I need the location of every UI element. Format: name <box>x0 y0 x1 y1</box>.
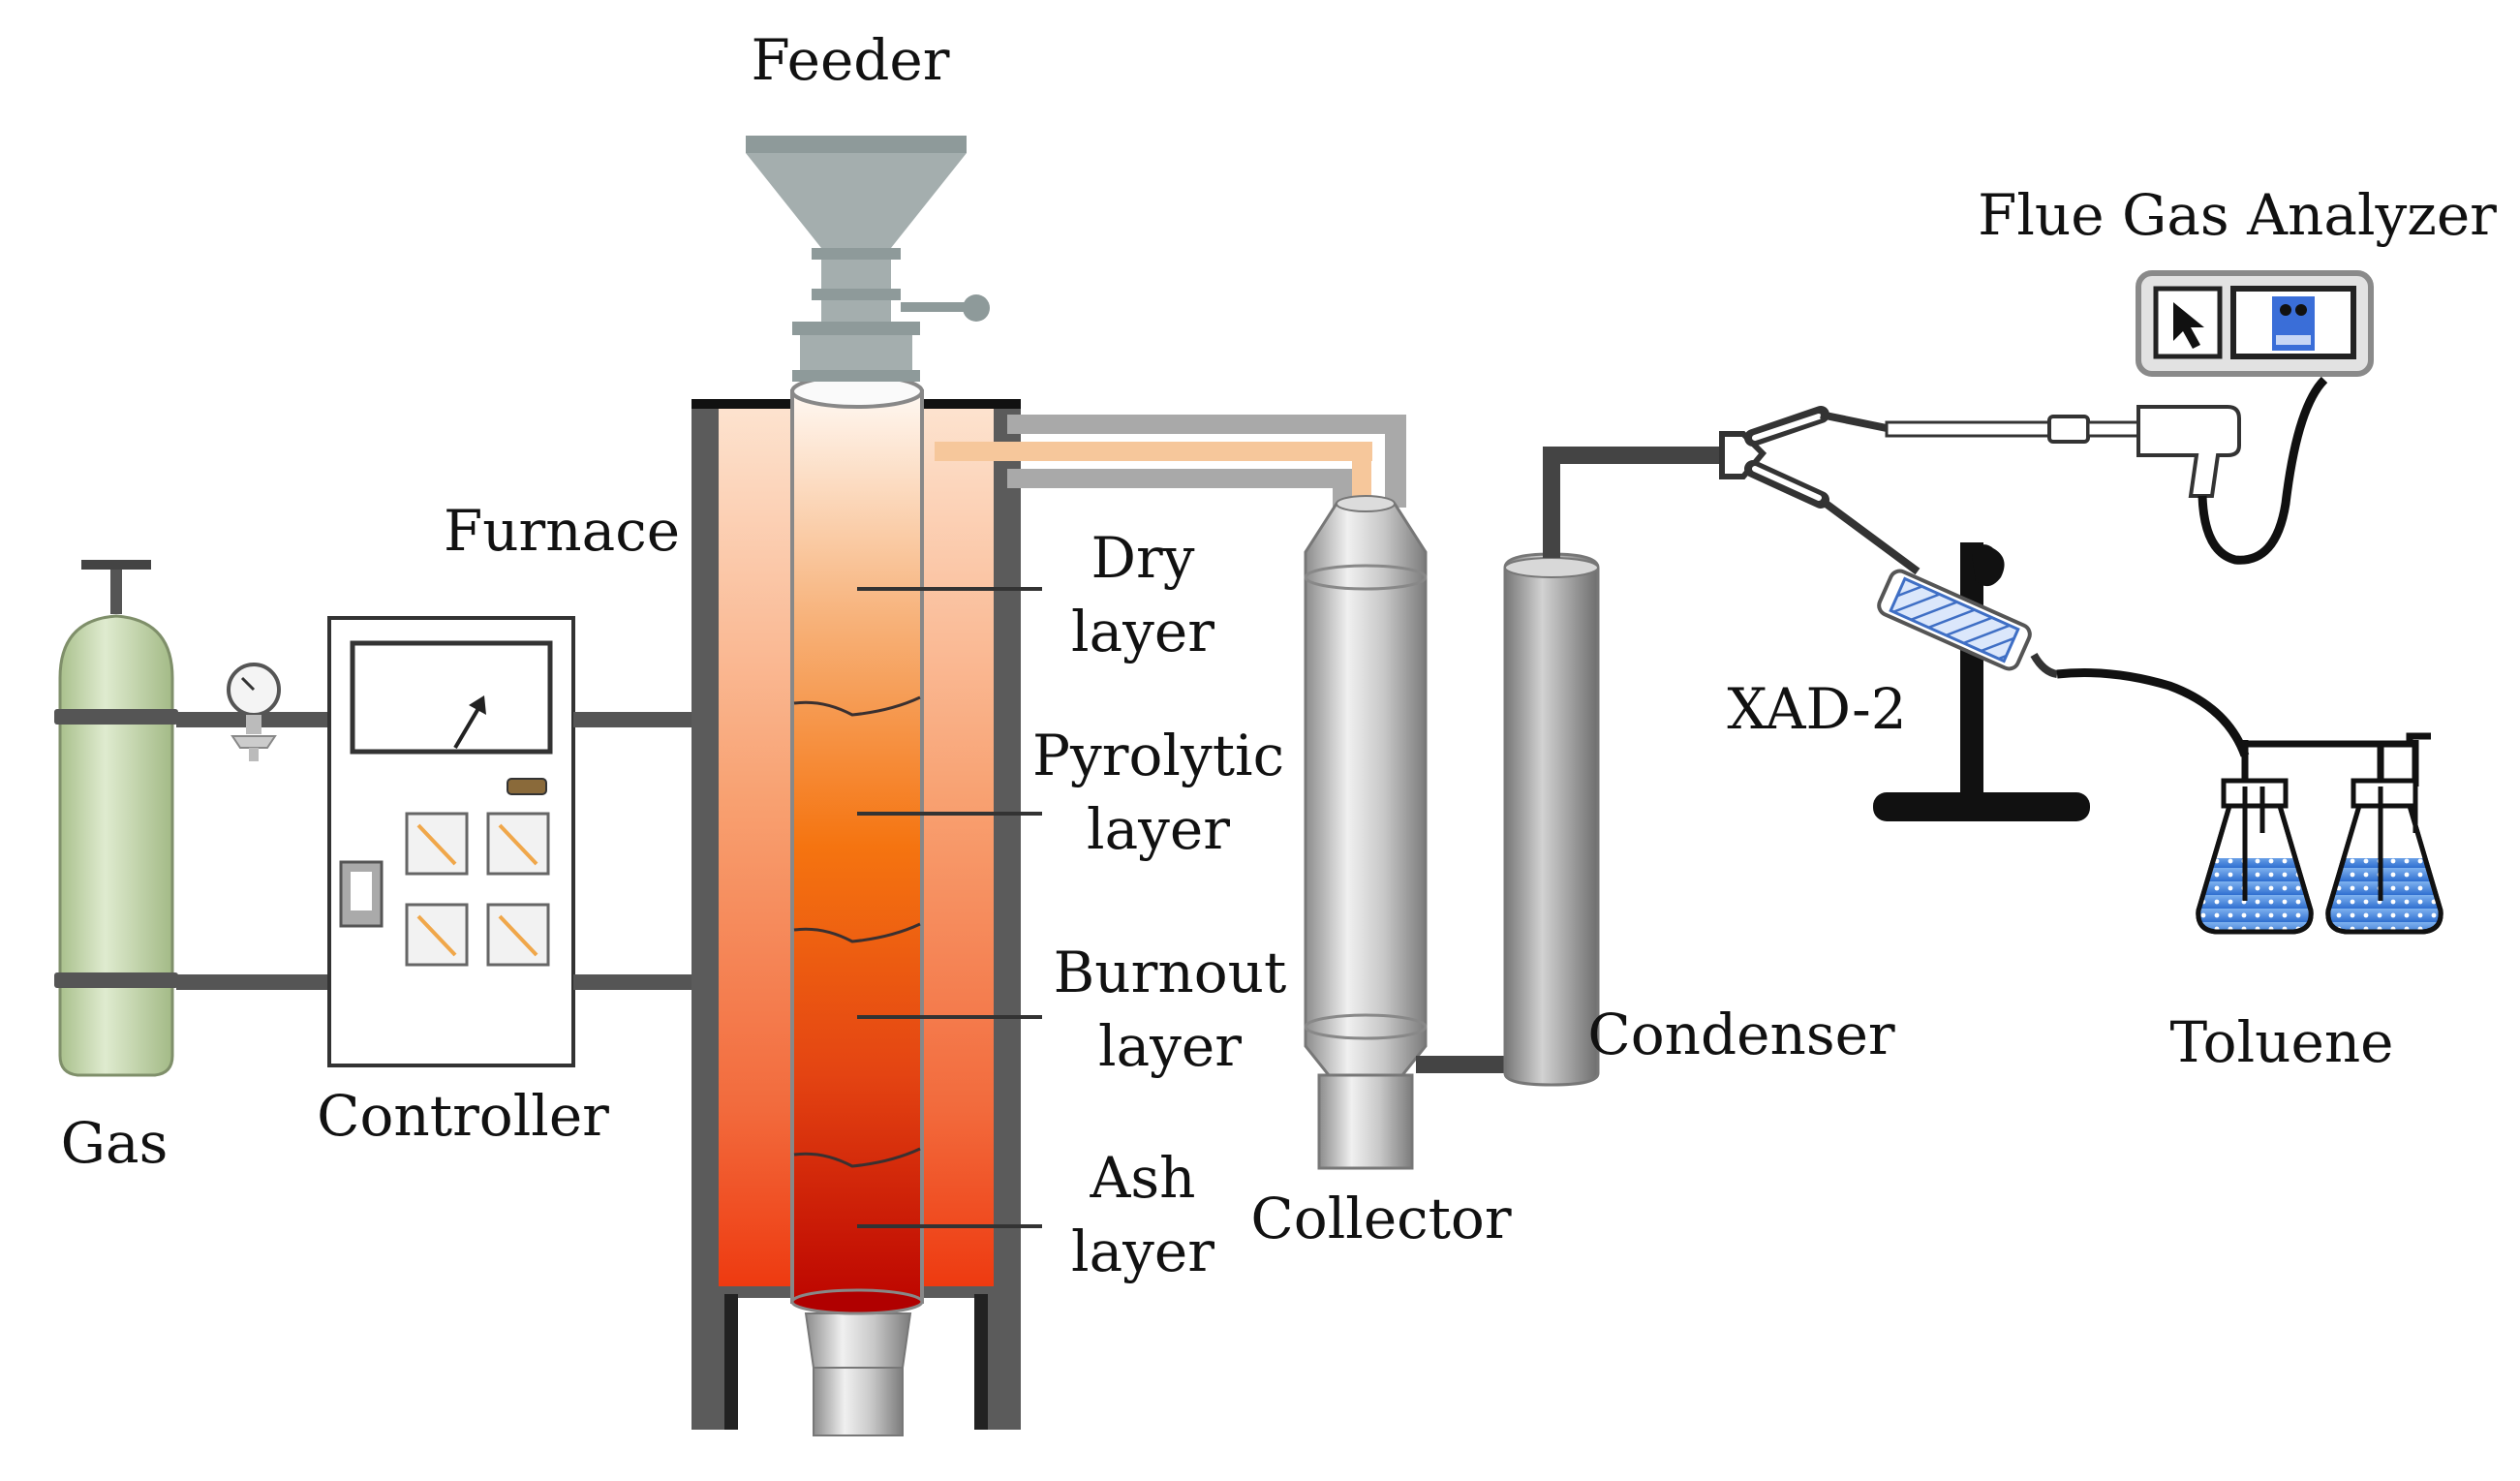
label-burnout-layer-1: Burnout <box>1054 940 1287 1005</box>
label-pyrolytic-layer-1: Pyrolytic <box>1032 723 1284 788</box>
condenser-vessel <box>1503 552 1600 1087</box>
label-feeder: Feeder <box>752 27 950 93</box>
layer-leader-lines <box>857 587 1042 1228</box>
toluene-inlet-tube <box>2056 668 2250 757</box>
label-toluene: Toluene <box>2169 1009 2393 1075</box>
label-dry-layer-1: Dry <box>1091 525 1195 591</box>
label-ash-layer-1: Ash <box>1089 1145 1195 1211</box>
label-condenser: Condenser <box>1587 1002 1895 1067</box>
pressure-gauge-icon <box>227 663 281 761</box>
gas-pipe-lower <box>176 974 331 990</box>
xad2-cartridge <box>1873 542 2090 821</box>
reactor-tube <box>790 374 924 1315</box>
collector-condenser-pipe <box>1416 1056 1505 1073</box>
label-ash-layer-2: layer <box>1071 1219 1214 1284</box>
label-flue-gas-analyzer: Flue Gas Analyzer <box>1978 182 2497 248</box>
splitter-clamp <box>1719 406 1921 575</box>
controller-pipe-lower <box>573 974 691 990</box>
controller-box <box>327 616 575 1067</box>
label-collector: Collector <box>1250 1186 1511 1251</box>
label-pyrolytic-layer-2: layer <box>1087 796 1230 862</box>
label-xad2: XAD-2 <box>1727 676 1906 742</box>
collector-vessel <box>1304 495 1428 1170</box>
gas-cylinder-icon <box>54 560 178 1077</box>
label-dry-layer-2: layer <box>1071 599 1214 664</box>
label-burnout-layer-2: layer <box>1098 1013 1242 1079</box>
hopper-icon <box>746 136 990 382</box>
condenser-outlet-pipe <box>1543 447 1724 558</box>
meter-icon <box>405 812 550 967</box>
controller-pipe-upper <box>573 712 691 727</box>
gas-probe <box>1885 376 2328 565</box>
label-gas: Gas <box>61 1110 169 1176</box>
label-furnace: Furnace <box>444 498 680 564</box>
analyzer-screen-icon <box>2136 270 2374 377</box>
label-controller: Controller <box>317 1083 609 1149</box>
flask-icon <box>2196 732 2443 935</box>
